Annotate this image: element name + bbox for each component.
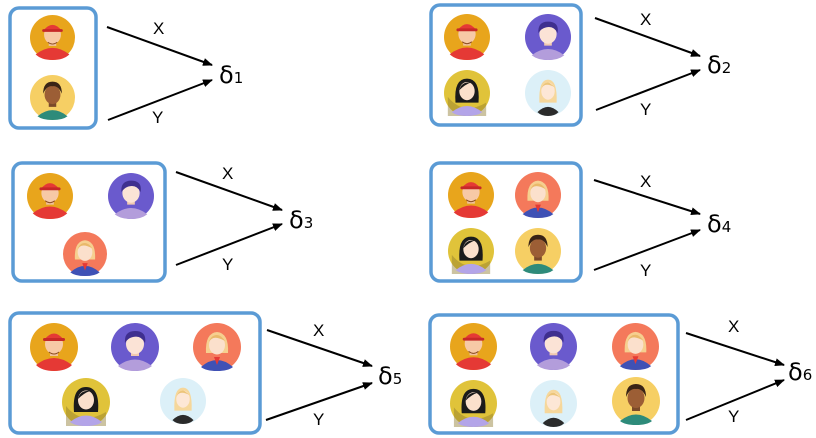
y-label: Y: [152, 108, 163, 127]
delta-label: δ5: [378, 362, 402, 390]
panel-3: X Y δ3: [11, 161, 313, 283]
arrow-y: [595, 69, 701, 111]
delta-label: δ3: [289, 206, 313, 234]
panel-2: X Y δ2: [429, 3, 731, 127]
avatar-dark-skin-woman: [30, 75, 75, 120]
arrow-y: [685, 379, 785, 421]
avatar-blonde-businesswoman: [63, 232, 107, 276]
arrow-x: [266, 329, 373, 367]
arrow-y: [593, 229, 701, 271]
avatar-purple-hair-man: [111, 323, 159, 371]
panel-4: X Y δ4: [429, 161, 731, 283]
avatar-black-hair-woman: [450, 380, 497, 427]
arrow-x: [593, 179, 701, 216]
avatar-black-hair-woman: [444, 70, 490, 116]
y-label: Y: [640, 261, 651, 280]
y-label: Y: [728, 407, 739, 426]
delta-label: δ1: [219, 61, 243, 89]
avatar-blonde-woman-light: [160, 378, 206, 424]
avatar-red-cap-man: [30, 323, 78, 371]
arrow-x: [594, 17, 701, 57]
avatar-purple-hair-man: [530, 323, 577, 370]
x-label: X: [313, 321, 324, 340]
arrow-x: [685, 332, 785, 367]
avatar-blonde-businesswoman: [193, 323, 241, 371]
x-label: X: [728, 317, 739, 336]
panel-5: X Y δ5: [8, 311, 402, 435]
y-label: Y: [222, 255, 233, 274]
avatar-purple-hair-man: [525, 14, 571, 60]
x-label: X: [640, 10, 651, 29]
arrow-y: [175, 223, 283, 266]
panel-6: X Y δ6: [428, 313, 812, 435]
avatar-blonde-woman-light: [530, 380, 577, 427]
avatar-red-cap-man: [30, 15, 75, 60]
avatar-blonde-businesswoman: [612, 323, 659, 370]
delta-label: δ4: [707, 210, 731, 238]
avatar-red-cap-man: [450, 323, 497, 370]
avatar-red-cap-man: [444, 14, 490, 60]
arrow-x: [106, 26, 213, 66]
avatar-blonde-woman-light: [525, 70, 571, 116]
delta-label: δ6: [788, 358, 812, 386]
x-label: X: [153, 19, 164, 38]
avatar-dark-skin-woman: [515, 228, 561, 274]
avatar-red-cap-man: [27, 173, 73, 219]
avatar-black-hair-woman: [62, 378, 110, 426]
avatar-purple-hair-man: [108, 173, 154, 219]
y-label: Y: [313, 410, 324, 429]
avatar-red-cap-man: [448, 172, 494, 218]
delta-label: δ2: [707, 51, 731, 79]
x-label: X: [222, 164, 233, 183]
avatar-blonde-businesswoman: [515, 172, 561, 218]
avatar-dark-skin-woman: [612, 377, 660, 425]
avatar-black-hair-woman: [448, 228, 494, 274]
arrow-y: [107, 79, 213, 121]
y-label: Y: [640, 100, 651, 119]
x-label: X: [640, 172, 651, 191]
arrow-y: [265, 382, 373, 421]
arrow-x: [175, 171, 283, 211]
panel-1: X Y δ1: [8, 6, 243, 130]
